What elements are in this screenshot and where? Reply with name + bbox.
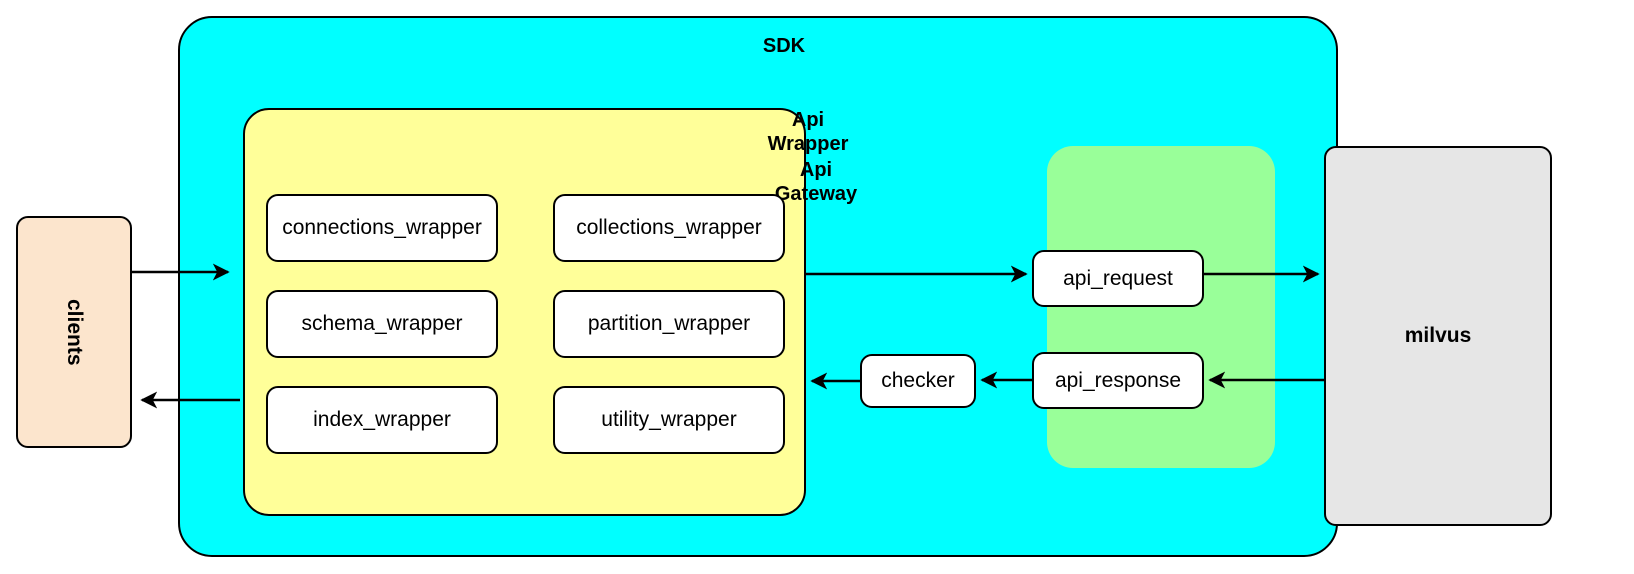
node-utility-wrapper[interactable]: utility_wrapper	[553, 386, 785, 454]
node-connections-wrapper[interactable]: connections_wrapper	[266, 194, 498, 262]
node-clients-label: clients	[63, 298, 86, 366]
node-checker[interactable]: checker	[860, 354, 976, 408]
node-milvus[interactable]: milvus	[1324, 146, 1552, 526]
node-partition-wrapper[interactable]: partition_wrapper	[553, 290, 785, 358]
container-api-gateway[interactable]	[1047, 146, 1275, 468]
node-collections-wrapper[interactable]: collections_wrapper	[553, 194, 785, 262]
node-index-wrapper[interactable]: index_wrapper	[266, 386, 498, 454]
node-api-response[interactable]: api_response	[1032, 352, 1204, 409]
node-clients[interactable]: clients	[16, 216, 132, 448]
node-api-request[interactable]: api_request	[1032, 250, 1204, 307]
node-schema-wrapper[interactable]: schema_wrapper	[266, 290, 498, 358]
